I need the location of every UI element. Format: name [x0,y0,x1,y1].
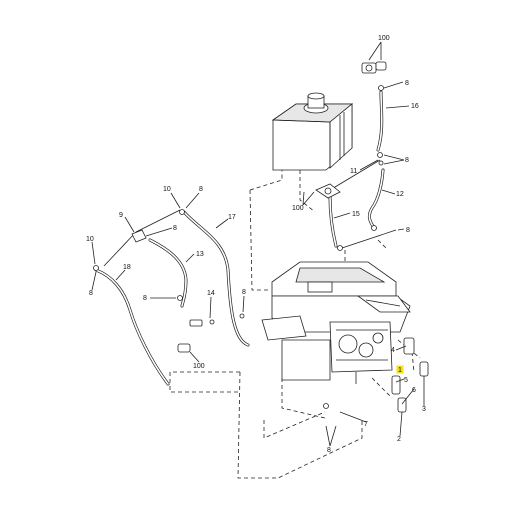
callout-10: 10 [86,236,94,243]
callout-8: 8 [406,227,410,234]
callout-1: 1 [398,367,402,374]
callout-8: 8 [173,225,177,232]
callout-4: 4 [391,347,395,354]
callout-100: 100 [193,363,205,370]
callout-8: 8 [405,157,409,164]
leader-lines [91,41,425,447]
callout-7: 7 [364,421,368,428]
machine-frame [261,261,411,384]
callout-labels: 100 8 16 8 11 12 100 15 8 10 8 17 9 8 13… [86,35,426,454]
fittings [93,61,429,413]
hoses [94,90,397,386]
callout-5: 5 [404,377,408,384]
callout-100: 100 [378,35,390,42]
callout-18: 18 [123,264,131,271]
callout-3: 3 [422,406,426,413]
callout-12: 12 [396,191,404,198]
callout-100: 100 [292,205,304,212]
callout-8: 8 [242,289,246,296]
callout-13: 13 [196,251,204,258]
callout-15: 15 [352,211,360,218]
callout-8: 8 [143,295,147,302]
callout-8: 8 [327,447,331,454]
callout-8: 8 [89,290,93,297]
callout-16: 16 [411,103,419,110]
callout-8: 8 [199,186,203,193]
reservoir-tank [271,92,354,171]
callout-2: 2 [397,436,401,443]
callout-10: 10 [163,186,171,193]
callout-8: 8 [405,80,409,87]
callout-17: 17 [228,214,236,221]
callout-9: 9 [119,212,123,219]
callout-11: 11 [350,168,357,175]
callout-6: 6 [412,387,416,394]
callout-highlight [396,365,404,374]
callout-14: 14 [207,290,215,297]
